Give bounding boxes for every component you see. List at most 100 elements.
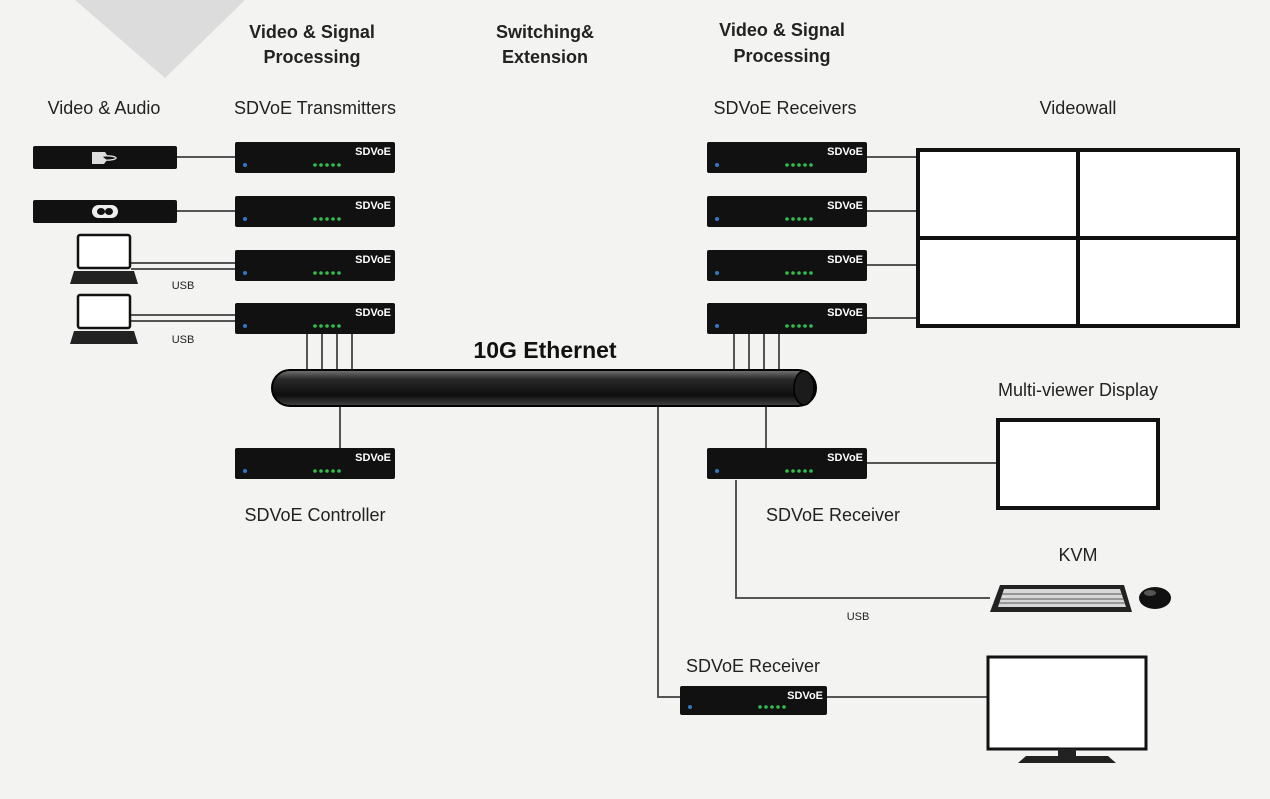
power-led bbox=[715, 217, 719, 221]
status-led bbox=[791, 324, 795, 328]
status-led bbox=[770, 705, 774, 709]
status-led bbox=[785, 271, 789, 275]
wires bbox=[131, 156, 998, 698]
videowall bbox=[916, 148, 1240, 328]
sdvoe-transmitter-2: SDVoE bbox=[235, 196, 395, 227]
blu-ray-icon bbox=[92, 152, 117, 164]
power-led bbox=[243, 469, 247, 473]
receivers-label: SDVoE Receivers bbox=[713, 98, 856, 118]
status-led bbox=[337, 469, 341, 473]
monitor bbox=[986, 655, 1148, 763]
status-led bbox=[809, 271, 813, 275]
disc-player bbox=[33, 200, 177, 223]
header-switching-line2: Extension bbox=[502, 47, 588, 67]
usb-label-kvm: USB bbox=[847, 611, 870, 623]
status-led bbox=[319, 163, 323, 167]
status-led bbox=[313, 324, 317, 328]
keyboard-icon bbox=[990, 585, 1132, 612]
device-brand-label: SDVoE bbox=[355, 307, 391, 319]
header-processing-left-line2: Processing bbox=[263, 47, 360, 67]
device-brand-label: SDVoE bbox=[355, 254, 391, 266]
status-led bbox=[331, 217, 335, 221]
status-led bbox=[313, 469, 317, 473]
laptop-2 bbox=[70, 293, 138, 344]
sdvoe-controller: SDVoE bbox=[235, 448, 395, 479]
power-led bbox=[715, 163, 719, 167]
receiver-label-a: SDVoE Receiver bbox=[766, 505, 900, 525]
mouse-icon bbox=[1139, 587, 1171, 609]
status-led bbox=[785, 469, 789, 473]
status-led bbox=[803, 163, 807, 167]
controller-label: SDVoE Controller bbox=[244, 505, 385, 525]
usb-label-laptop-2: USB bbox=[172, 334, 195, 346]
status-led bbox=[337, 217, 341, 221]
status-led bbox=[325, 324, 329, 328]
status-led bbox=[331, 324, 335, 328]
kvm-label: KVM bbox=[1058, 545, 1097, 565]
status-led bbox=[319, 469, 323, 473]
status-led bbox=[313, 217, 317, 221]
status-led bbox=[803, 324, 807, 328]
ethernet-label: 10G Ethernet bbox=[473, 337, 616, 363]
status-led bbox=[803, 217, 807, 221]
status-led bbox=[331, 469, 335, 473]
status-led bbox=[797, 217, 801, 221]
status-led bbox=[785, 324, 789, 328]
status-led bbox=[337, 271, 341, 275]
sdvoe-transmitter-3: SDVoE bbox=[235, 250, 395, 281]
device-brand-label: SDVoE bbox=[827, 307, 863, 319]
video-audio-label: Video & Audio bbox=[48, 98, 161, 118]
header-processing-left-line1: Video & Signal bbox=[249, 22, 375, 42]
device-brand-label: SDVoE bbox=[355, 452, 391, 464]
status-led bbox=[325, 271, 329, 275]
sdvoe-receiver-4: SDVoE bbox=[707, 303, 867, 334]
device-brand-label: SDVoE bbox=[355, 146, 391, 158]
status-led bbox=[758, 705, 762, 709]
status-led bbox=[803, 469, 807, 473]
status-led bbox=[809, 324, 813, 328]
sdvoe-transmitter-4: SDVoE bbox=[235, 303, 395, 334]
sdvoe-receiver-monitor: SDVoE bbox=[680, 686, 827, 715]
status-led bbox=[785, 163, 789, 167]
device-brand-label: SDVoE bbox=[827, 452, 863, 464]
status-led bbox=[809, 217, 813, 221]
sdvoe-receiver-2: SDVoE bbox=[707, 196, 867, 227]
status-led bbox=[331, 271, 335, 275]
power-led bbox=[243, 217, 247, 221]
sdvoe-transmitter-1: SDVoE bbox=[235, 142, 395, 173]
status-led bbox=[809, 163, 813, 167]
blu-ray-player bbox=[33, 146, 177, 169]
status-led bbox=[803, 271, 807, 275]
device-brand-label: SDVoE bbox=[827, 254, 863, 266]
status-led bbox=[797, 324, 801, 328]
sdvoe-receiver-3: SDVoE bbox=[707, 250, 867, 281]
power-led bbox=[715, 271, 719, 275]
power-led bbox=[243, 324, 247, 328]
status-led bbox=[764, 705, 768, 709]
status-led bbox=[791, 469, 795, 473]
header-processing-right-line1: Video & Signal bbox=[719, 20, 845, 40]
status-led bbox=[319, 271, 323, 275]
sdvoe-devices: SDVoE SDVoE SDVoE SDVoE SDVoE SDVoE SDVoE SDVoE… bbox=[235, 142, 867, 715]
status-led bbox=[797, 271, 801, 275]
ethernet-backbone bbox=[271, 369, 817, 407]
device-brand-label: SDVoE bbox=[827, 146, 863, 158]
status-led bbox=[791, 271, 795, 275]
status-led bbox=[331, 163, 335, 167]
status-led bbox=[325, 469, 329, 473]
device-brand-label: SDVoE bbox=[355, 200, 391, 212]
receiver-label-b: SDVoE Receiver bbox=[686, 656, 820, 676]
status-led bbox=[319, 324, 323, 328]
sdvoe-receiver-1: SDVoE bbox=[707, 142, 867, 173]
disc-icon bbox=[92, 205, 118, 218]
status-led bbox=[791, 163, 795, 167]
header-switching-line1: Switching& bbox=[496, 22, 594, 42]
device-brand-label: SDVoE bbox=[787, 690, 823, 702]
status-led bbox=[313, 271, 317, 275]
device-brand-label: SDVoE bbox=[827, 200, 863, 212]
status-led bbox=[337, 324, 341, 328]
corner-decoration bbox=[75, 0, 245, 78]
laptop-1 bbox=[70, 233, 138, 284]
